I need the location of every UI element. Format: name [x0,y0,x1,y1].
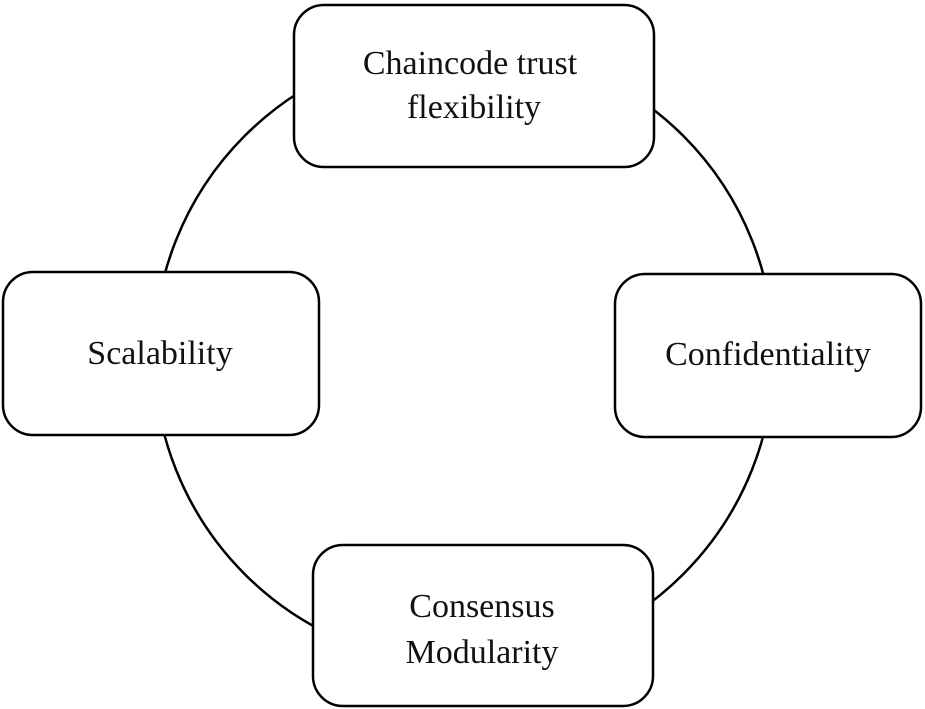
node-right-label: Confidentiality [665,336,871,373]
node-bottom-label-line2: Modularity [406,634,559,671]
node-left-box [1,270,321,437]
node-right-box [613,272,923,439]
node-bottom-label-line1: Consensus [409,588,554,625]
node-top-box [292,3,656,169]
node-left-label: Scalability [87,335,232,372]
node-left: Scalability [1,270,321,437]
node-bottom-box [311,543,655,708]
node-top-label-line1: Chaincode trust [363,45,578,82]
node-right: Confidentiality [613,272,923,439]
node-bottom: Consensus Modularity [311,543,655,708]
node-top-label-line2: flexibility [407,89,541,126]
node-top: Chaincode trust flexibility [292,3,656,169]
